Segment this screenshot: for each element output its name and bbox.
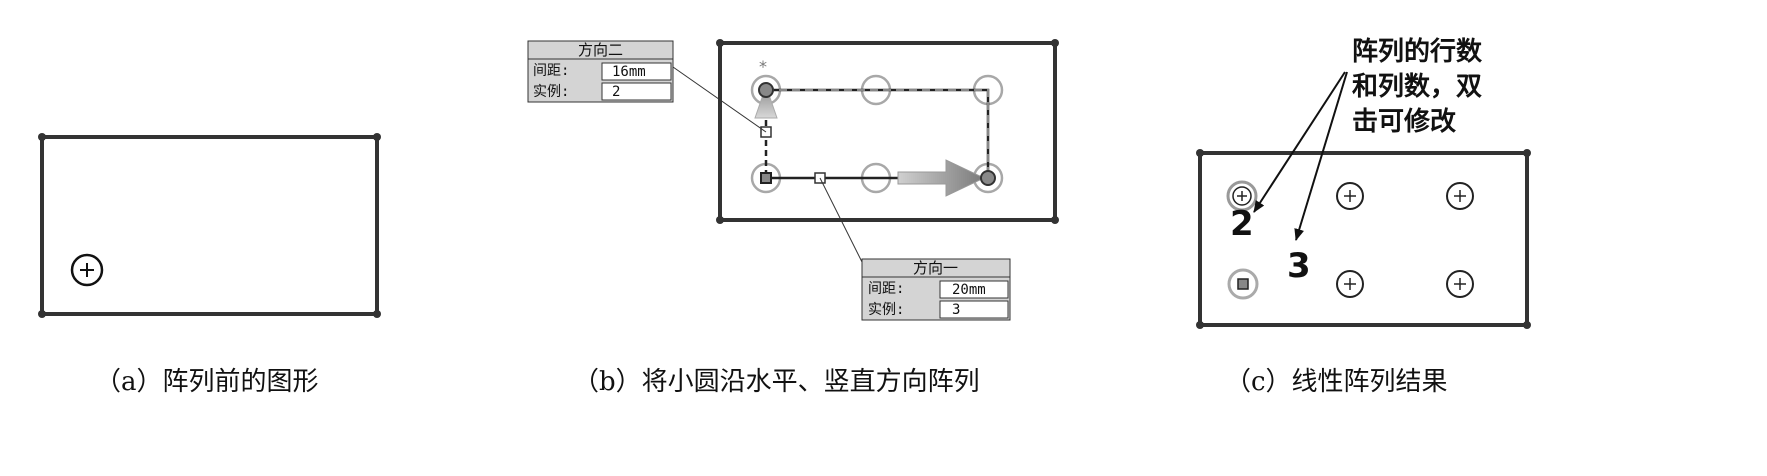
rect-corner-point <box>716 216 724 224</box>
direction2-arrow-icon[interactable] <box>754 84 778 119</box>
direction2-instances-value: 2 <box>612 84 620 100</box>
rect-corner-point <box>373 310 381 318</box>
rect-corner-point <box>1051 216 1059 224</box>
rect-corner-point <box>1196 321 1204 329</box>
pattern-seed-circle <box>1227 268 1259 300</box>
annotation-arrow-cols <box>1294 71 1348 241</box>
direction2-spacing-field[interactable] <box>601 62 672 81</box>
direction1-title: 方向一 <box>913 259 958 277</box>
leader-line-direction2 <box>672 66 767 133</box>
annotation-arrow-rows <box>1253 71 1346 213</box>
direction1-spacing-value: 20mm <box>952 282 986 298</box>
rect-corner-point <box>1523 321 1531 329</box>
direction2-title: 方向二 <box>578 41 623 59</box>
rows-count-label[interactable]: 2 <box>1230 204 1254 244</box>
direction1-endpoint-handle[interactable] <box>980 170 996 186</box>
direction1-spacing-label: 间距: <box>868 281 904 297</box>
direction1-instances-label: 实例: <box>868 302 904 318</box>
direction2-value-box: 方向二 间距: 16mm 实例: 2 <box>527 40 674 103</box>
direction2-spacing-label: 间距: <box>533 63 569 79</box>
direction2-instances-field[interactable] <box>601 82 672 101</box>
asterisk-marker: * <box>759 57 767 76</box>
direction1-spacing-field[interactable] <box>939 280 1009 299</box>
panel-b: * 方向二 间距: 16mm 实例: 2 方向一 间距: <box>527 39 1059 397</box>
sketch-rectangle <box>40 135 379 316</box>
direction1-arrow-icon[interactable] <box>897 159 986 197</box>
caption-b: （b）将小圆沿水平、竖直方向阵列 <box>573 367 980 397</box>
rect-corner-point <box>38 133 46 141</box>
leader-line-direction1 <box>819 177 863 263</box>
rect-corner-point <box>1196 149 1204 157</box>
caption-a: （a）阵列前的图形 <box>95 367 319 397</box>
rect-corner-point <box>373 133 381 141</box>
small-circle <box>70 253 104 287</box>
direction1-instances-value: 3 <box>952 302 960 318</box>
sketch-rectangle <box>1198 151 1529 327</box>
caption-c: （c）线性阵列结果 <box>1225 367 1448 397</box>
pattern-circle <box>1336 270 1364 298</box>
pattern-circle <box>1336 182 1364 210</box>
pattern-circle <box>1446 182 1474 210</box>
annotation-line-3: 击可修改 <box>1352 106 1456 137</box>
seed-point-square <box>760 172 772 184</box>
rect-corner-point <box>1523 149 1531 157</box>
rect-corner-point <box>716 39 724 47</box>
direction2-endpoint-handle[interactable] <box>758 82 774 98</box>
annotation-line-1: 阵列的行数 <box>1352 36 1483 67</box>
sketch-rectangle <box>718 41 1057 222</box>
direction2-spacing-value: 16mm <box>612 64 646 80</box>
direction1-value-box: 方向一 间距: 20mm 实例: 3 <box>861 258 1011 321</box>
direction2-instances-label: 实例: <box>533 84 569 100</box>
rect-corner-point <box>1051 39 1059 47</box>
direction1-instances-field[interactable] <box>939 300 1009 319</box>
rect-corner-point <box>38 310 46 318</box>
pattern-circle <box>1226 180 1258 212</box>
panel-c: 2 3 阵列的行数 和列数，双 击可修改 （c）线性阵列结果 <box>1196 36 1531 397</box>
annotation-line-2: 和列数，双 <box>1352 72 1482 102</box>
pattern-bound-path-dashed <box>766 89 989 178</box>
cols-count-label[interactable]: 3 <box>1287 246 1311 286</box>
panel-a: （a）阵列前的图形 <box>38 133 381 397</box>
pattern-circle <box>1446 270 1474 298</box>
